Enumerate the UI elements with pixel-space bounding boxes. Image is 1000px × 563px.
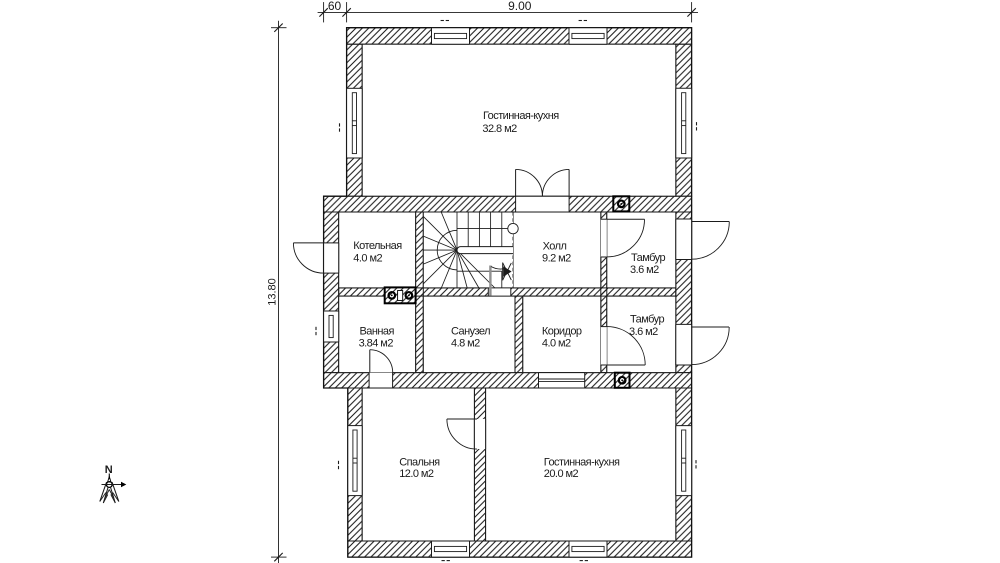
svg-text:Гостинная-кухня: Гостинная-кухня: [544, 457, 620, 469]
svg-text:4.0 м2: 4.0 м2: [542, 337, 571, 349]
svg-text:9.2 м2: 9.2 м2: [542, 252, 571, 264]
svg-text:Котельная: Котельная: [353, 240, 402, 252]
svg-text:Холл: Холл: [543, 240, 567, 252]
svg-text:3.84 м2: 3.84 м2: [359, 337, 394, 349]
svg-text:Коридор: Коридор: [542, 326, 582, 338]
svg-text:3.6 м2: 3.6 м2: [630, 264, 659, 276]
svg-text:Санузел: Санузел: [451, 326, 490, 338]
svg-text:9.00: 9.00: [508, 0, 532, 13]
svg-text:Гостинная-кухня: Гостинная-кухня: [483, 110, 559, 122]
svg-text:Ванная: Ванная: [360, 326, 395, 338]
svg-text:4.8 м2: 4.8 м2: [451, 337, 480, 349]
svg-text:20.0 м2: 20.0 м2: [544, 468, 579, 480]
svg-text:13.80: 13.80: [267, 278, 279, 306]
svg-text:12.0 м2: 12.0 м2: [399, 468, 434, 480]
svg-text:32.8 м2: 32.8 м2: [482, 123, 517, 135]
svg-text:3.6 м2: 3.6 м2: [629, 326, 658, 338]
svg-text:4.0 м2: 4.0 м2: [353, 253, 382, 265]
svg-text:60: 60: [328, 0, 342, 13]
svg-text:Тамбур: Тамбур: [631, 252, 665, 264]
svg-text:N: N: [105, 464, 113, 476]
svg-text:Тамбур: Тамбур: [630, 314, 664, 326]
svg-text:Спальня: Спальня: [399, 457, 440, 469]
